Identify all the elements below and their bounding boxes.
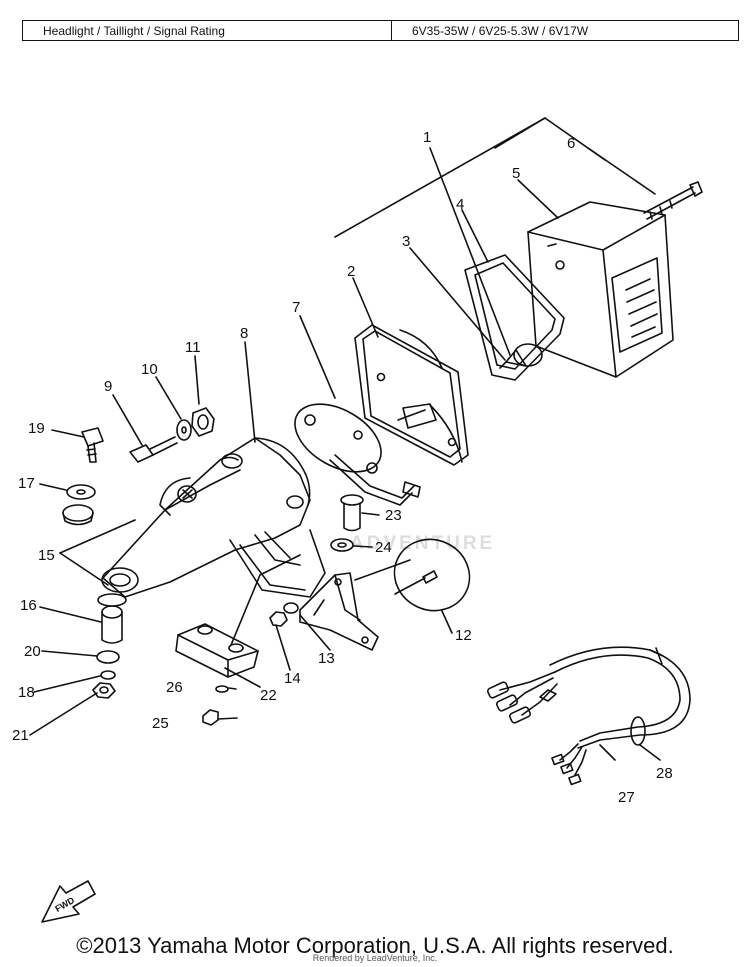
nut-25-shape	[202, 709, 219, 726]
washer-24-shape	[330, 538, 354, 552]
part-number-18: 18	[18, 684, 35, 701]
copyright-notice: ©2013 Yamaha Motor Corporation, U.S.A. A…	[76, 933, 674, 958]
part-number-1: 1	[423, 129, 431, 146]
harness-27-shape	[487, 646, 691, 786]
washer-17-shape	[66, 484, 96, 500]
part-number-22: 22	[260, 687, 277, 704]
part-number-10: 10	[141, 361, 158, 378]
part-number-21: 21	[12, 727, 29, 744]
part-number-labels: 1 2 3 4 5 6 7 8 9 10 11 12 13 14 15 16 1…	[12, 129, 673, 914]
part-number-13: 13	[318, 650, 335, 667]
washer-13-shape	[283, 602, 299, 614]
part-number-4: 4	[456, 196, 464, 213]
reflector-12-shape	[354, 538, 471, 612]
part-number-2: 2	[347, 263, 355, 280]
rating-table: Headlight / Taillight / Signal Rating 6V…	[22, 20, 739, 41]
leader-15	[59, 519, 136, 586]
bolt-19-shape	[81, 427, 104, 463]
washer-20-shape	[96, 650, 120, 664]
bracket-8-shape	[101, 437, 326, 598]
part-number-27: 27	[618, 789, 635, 806]
part-number-9: 9	[104, 378, 112, 395]
part-number-24: 24	[375, 539, 392, 556]
bolt-9-shape	[129, 436, 178, 463]
lens-5-shape	[527, 201, 674, 378]
part-number-7: 7	[292, 299, 300, 316]
rendered-by-notice: Rendered by LeadVenture, Inc.	[312, 953, 438, 963]
part-number-16: 16	[20, 597, 37, 614]
housing-7-shape	[294, 403, 426, 506]
base-2-shape	[354, 324, 469, 466]
part-number-14: 14	[284, 670, 301, 687]
part-number-28: 28	[656, 765, 673, 782]
collar-16-shape	[97, 593, 127, 644]
gasket-4-shape	[464, 254, 565, 381]
fwd-label: FWD	[53, 895, 76, 914]
part-number-25: 25	[152, 715, 169, 732]
bolt-23-shape	[340, 494, 364, 532]
part-number-12: 12	[455, 627, 472, 644]
washer-18-shape	[100, 670, 116, 680]
part-number-26: 26	[166, 679, 183, 696]
washer-26-shape	[215, 685, 229, 693]
bracket-13-shape	[299, 572, 379, 651]
washer-10-shape	[176, 419, 192, 441]
leaders	[29, 147, 656, 736]
part-number-15: 15	[38, 547, 55, 564]
bracket-1-lines	[334, 117, 606, 238]
bulb-3-shape	[499, 343, 543, 369]
rating-value: 6V35-35W / 6V25-5.3W / 6V17W	[412, 23, 589, 38]
nut-21-shape	[92, 682, 116, 699]
plate-22-shape	[175, 623, 259, 678]
part-number-23: 23	[385, 507, 402, 524]
part-number-3: 3	[402, 233, 410, 250]
fwd-arrow-icon	[41, 880, 96, 923]
part-number-17: 17	[18, 475, 35, 492]
nut-11-shape	[191, 407, 215, 437]
nut-14-shape	[269, 611, 288, 627]
rating-label: Headlight / Taillight / Signal Rating	[23, 21, 392, 40]
part-number-5: 5	[512, 165, 520, 182]
rubber-15-top-shape	[62, 504, 94, 526]
part-number-20: 20	[24, 643, 41, 660]
part-number-8: 8	[240, 325, 248, 342]
part-number-11: 11	[185, 339, 201, 356]
part-number-19: 19	[28, 420, 45, 437]
part-number-6: 6	[567, 135, 575, 152]
